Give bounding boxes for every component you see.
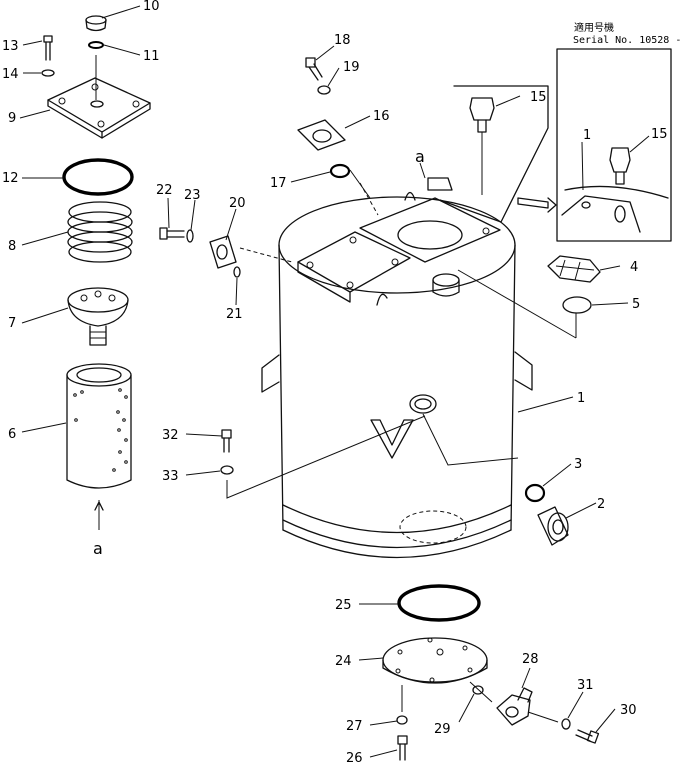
callout-27: 27 [346,719,363,734]
part-29-oring [472,685,484,695]
callout-26: 26 [346,751,363,765]
part-15-breather [427,85,549,223]
hydraulic-tank [261,182,533,559]
part-6-filter [66,363,132,530]
ref-mark-a-bottom: a [93,539,103,558]
callout-8: 8 [8,239,16,254]
callout-12: 12 [2,171,19,186]
part-33-washer [220,465,234,475]
part-8-spring [67,201,133,263]
callout-33: 33 [162,469,179,484]
part-21-oring [233,266,241,278]
callout-16: 16 [373,109,390,124]
part-19-washer [317,85,331,95]
part-4-cap [547,255,601,283]
callout-4: 4 [630,260,638,275]
serial-number-label: Serial No. 10528 - [573,35,681,46]
callout-30: 30 [620,703,637,718]
leader-lines [19,5,650,758]
callout-7: 7 [8,316,16,331]
callout-31: 31 [577,678,594,693]
callout-3: 3 [574,457,582,472]
part-24-cover [382,637,488,684]
callout-13: 13 [2,39,19,54]
callout-20: 20 [229,196,246,211]
part-5-gasket [562,296,592,314]
callout-14: 14 [2,67,19,82]
callout-5: 5 [632,297,640,312]
part-13-bolt [43,35,53,61]
callout-21: 21 [226,307,243,322]
serial-inset [517,48,672,242]
callout-6: 6 [8,427,16,442]
part-12-oring [62,158,134,196]
part-22-bolt [159,227,185,240]
callout-28: 28 [522,652,539,667]
part-7-valve [67,287,129,346]
part-16-flange [297,119,346,151]
callout-10: 10 [143,0,160,14]
callout-1: 1 [577,391,585,406]
callout-32: 32 [162,428,179,443]
callout-11: 11 [143,49,160,64]
part-32-bolt [221,429,232,453]
callout-15-inset: 15 [651,127,668,142]
serial-jp-label: 適用号機 [574,21,614,34]
part-9-cover [47,77,151,139]
callout-29: 29 [434,722,451,737]
callout-17: 17 [270,176,287,191]
part-23-oring [186,229,194,243]
callout-25: 25 [335,598,352,613]
callout-19: 19 [343,60,360,75]
part-25-oring [397,584,481,622]
part-3-oring [524,483,546,503]
part-18-bolt [305,57,323,81]
ref-mark-a-top: a [415,147,425,166]
part-28-fitting [496,687,533,726]
part-17-oring [329,163,351,179]
callout-2: 2 [597,497,605,512]
callout-1-inset: 1 [583,128,591,143]
callout-15: 15 [530,90,547,105]
part-20-flange [209,235,237,269]
part-10-cap [85,15,107,32]
callout-22: 22 [156,183,173,198]
part-27-washer [396,715,408,725]
callout-24: 24 [335,654,352,669]
part-30-bolt [575,729,600,744]
part-14-washer [41,69,55,77]
callout-18: 18 [334,33,351,48]
part-31-washer [561,718,571,730]
callout-9: 9 [8,111,16,126]
callout-23: 23 [184,188,201,203]
part-26-bolt [397,735,408,761]
part-11-oring [88,41,104,49]
part-2-plug [537,506,569,546]
